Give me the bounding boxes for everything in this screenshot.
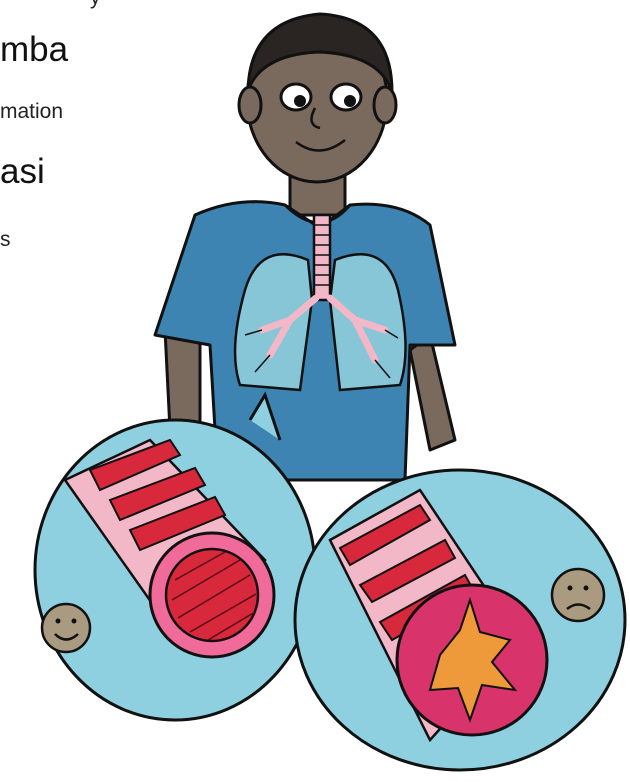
happy-face-icon [42, 604, 90, 652]
left-ear [239, 87, 261, 123]
sad-face-icon [552, 569, 604, 621]
right-arm [410, 335, 455, 450]
person-figure [155, 14, 455, 480]
right-ear [374, 87, 396, 123]
